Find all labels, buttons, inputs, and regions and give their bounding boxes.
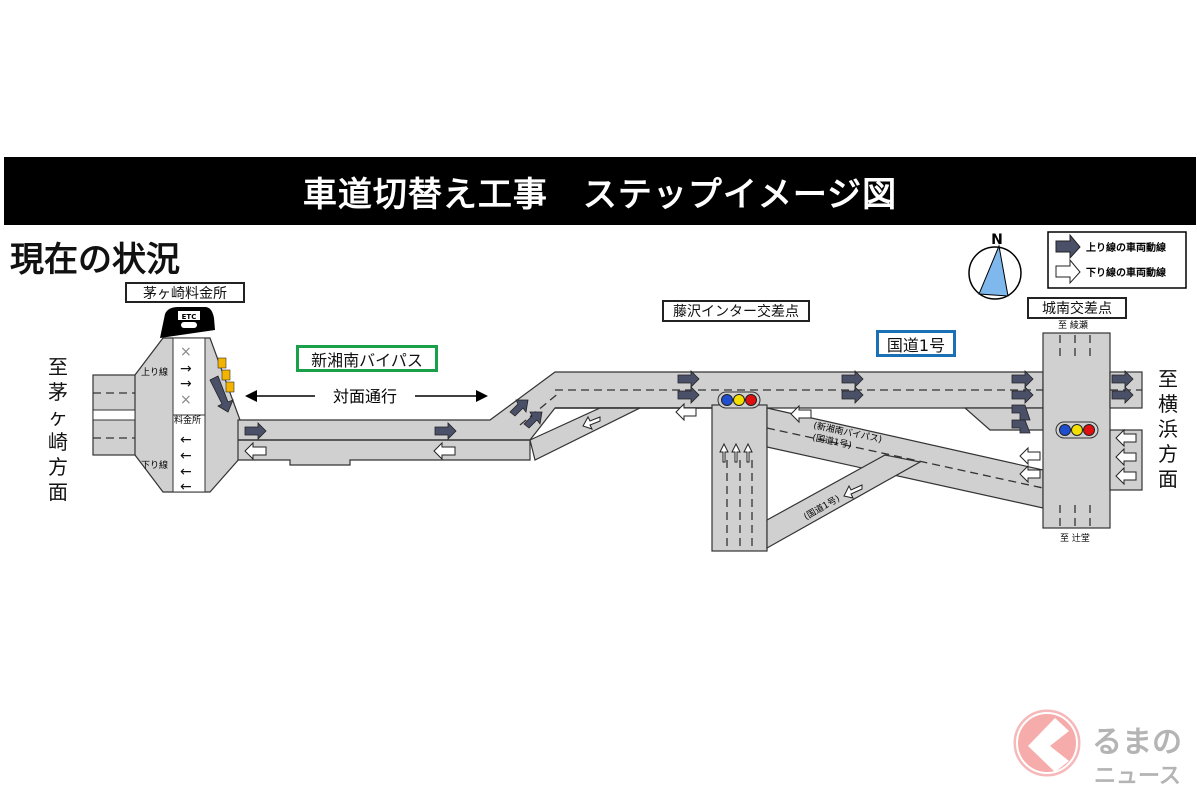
svg-text:←: ← xyxy=(180,432,192,448)
jonan-label: 城南交差点 xyxy=(1027,297,1127,319)
etc-sign xyxy=(178,311,200,320)
title-bar: 車道切替え工事 ステップイメージ図 xyxy=(4,157,1196,225)
legend-up-arrow-icon xyxy=(1055,233,1081,260)
down-arrow-icon xyxy=(433,441,456,461)
up-arrow-icon xyxy=(509,399,529,417)
down-line-label: 下り線 xyxy=(141,459,168,471)
down-arrow-icon xyxy=(1115,428,1137,448)
svg-text:←: ← xyxy=(180,479,192,495)
right-turn-lane xyxy=(963,407,1044,431)
chevron-icon xyxy=(1028,718,1069,772)
up-arrow-icon xyxy=(209,375,234,413)
toll-booth-label: 料金所 xyxy=(174,414,201,426)
up-arrow-icon xyxy=(1011,370,1034,388)
up-flow-arrows xyxy=(209,370,1134,440)
to-tsujido-label: 至 辻堂 xyxy=(1060,532,1090,544)
up-arrow-icon xyxy=(1011,386,1034,404)
legend-down-label: 下り線の車両動線 xyxy=(1086,266,1166,279)
svg-text:→: → xyxy=(180,361,192,377)
up-arrow-icon xyxy=(841,386,864,404)
title-text: 車道切替え工事 ステップイメージ図 xyxy=(302,174,898,215)
up-arrow-icon xyxy=(523,411,543,429)
down-arrow-icon xyxy=(1115,447,1137,467)
down-arrow-icon xyxy=(244,441,267,461)
down-flow-arrows xyxy=(244,402,1137,499)
construction-barriers xyxy=(217,357,235,393)
turn-arrow-icon xyxy=(743,442,753,463)
up-arrow-icon xyxy=(434,422,457,440)
svg-text:←: ← xyxy=(180,464,192,480)
north-label: N xyxy=(991,232,1003,248)
svg-text:ETC: ETC xyxy=(182,313,197,321)
legend: 上り線の車両動線 下り線の車両動線 xyxy=(1047,231,1187,289)
to-ayase-label: 至 綾瀬 xyxy=(1058,319,1088,331)
down-arrow-icon xyxy=(1019,446,1041,466)
up-arrow-icon xyxy=(1111,370,1134,388)
svg-text:×: × xyxy=(180,392,192,408)
west-direction-label: 至茅ヶ崎方面 xyxy=(48,355,68,504)
legend-down-arrow-icon xyxy=(1055,258,1081,285)
svg-text:×: × xyxy=(180,344,192,360)
north-compass-icon: N xyxy=(968,232,1022,300)
toll-plaza-label: 茅ヶ崎料金所 xyxy=(125,282,245,303)
signal-fujisawa xyxy=(717,391,761,409)
route1-label: 国道1号 xyxy=(876,330,956,357)
up-line-label: 上り線 xyxy=(141,366,168,378)
status-heading: 現在の状況 xyxy=(10,240,180,280)
up-arrow-icon xyxy=(841,370,864,388)
svg-text:←: ← xyxy=(180,448,192,464)
turn-arrow-icon xyxy=(719,442,729,463)
signal-jonan xyxy=(1055,421,1099,439)
two-way-label: 対面通行 xyxy=(333,387,397,406)
svg-text:るまの: るまの xyxy=(1092,725,1182,760)
svg-text:ニュース: ニュース xyxy=(1094,764,1181,789)
down-arrow-icon xyxy=(675,402,697,422)
up-arrow-icon xyxy=(1111,386,1134,404)
up-arrow-icon xyxy=(677,370,700,388)
fujisawa-ic-label: 藤沢インター交差点 xyxy=(662,300,810,322)
up-arrow-icon xyxy=(677,386,700,404)
down-arrow-icon xyxy=(843,484,863,499)
up-arrow-icon xyxy=(244,422,267,440)
down-arrow-icon xyxy=(1019,464,1041,484)
east-direction-label: 至横浜方面 xyxy=(1158,367,1178,491)
down-arrow-icon xyxy=(1115,466,1137,486)
down-arrow-icon xyxy=(790,404,812,424)
svg-text:→: → xyxy=(180,376,192,392)
legend-up-label: 上り線の車両動線 xyxy=(1086,241,1166,254)
down-arrow-icon xyxy=(582,415,601,430)
bypass-label: 新湘南バイパス xyxy=(296,345,438,372)
diagonal-road-lower xyxy=(766,454,922,550)
turn-arrow-icon xyxy=(1011,419,1031,434)
etc-icon xyxy=(181,322,197,328)
watermark-logo: るまの ニュース xyxy=(1013,709,1182,789)
turn-arrow-icon xyxy=(731,442,741,463)
